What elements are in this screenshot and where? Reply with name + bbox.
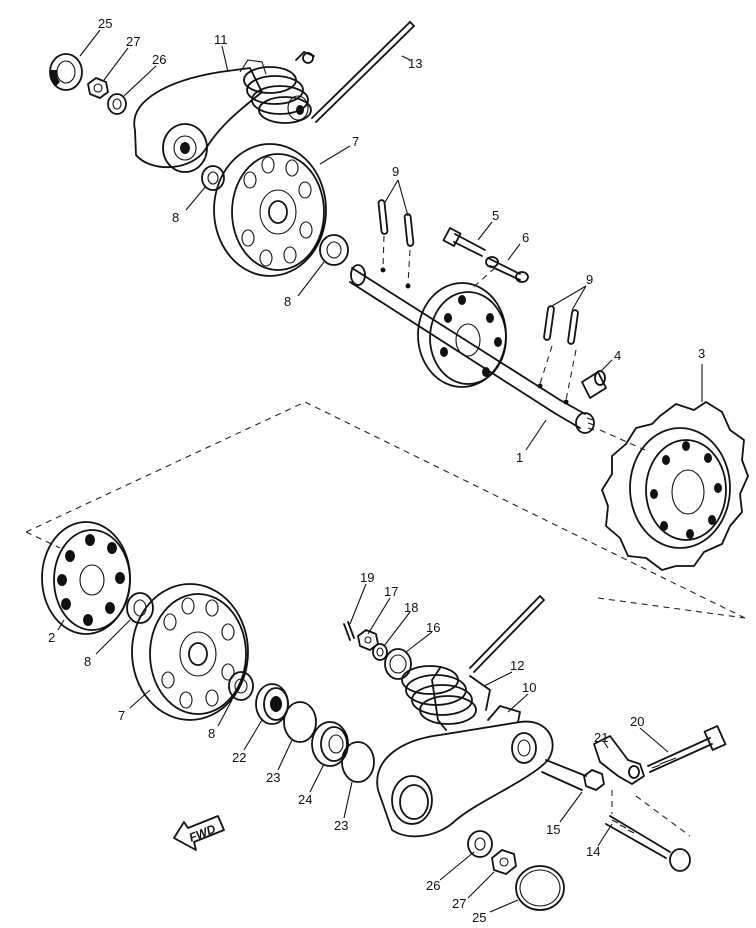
- part-8-washer-2: [319, 234, 349, 266]
- label-part-14: 14: [586, 844, 600, 859]
- part-4-collar: [581, 370, 607, 399]
- part-6-clip: [485, 256, 529, 283]
- part-25-cap-bottom: [515, 865, 565, 911]
- part-26-washer-top: [107, 93, 127, 115]
- label-part-1: 1: [516, 450, 523, 465]
- label-part-26-top: 26: [152, 52, 166, 67]
- label-part-11: 11: [214, 32, 228, 47]
- leader-lines: [57, 29, 703, 913]
- label-part-8-b: 8: [284, 294, 291, 309]
- part-22-bearing: [255, 683, 289, 725]
- part-21-bracket: [593, 735, 645, 785]
- part-12-spring: [401, 595, 545, 731]
- part-8-washer-4: [228, 671, 254, 701]
- label-part-12: 12: [510, 658, 524, 673]
- label-part-20: 20: [630, 714, 644, 729]
- label-part-22: 22: [232, 750, 246, 765]
- label-part-10: 10: [522, 680, 536, 695]
- label-part-8-d: 8: [208, 726, 215, 741]
- label-part-7-top: 7: [352, 134, 359, 149]
- part-19-pin: [343, 621, 355, 641]
- label-part-17: 17: [384, 584, 398, 599]
- part-15-sleeve: [541, 759, 605, 791]
- part-24-bearing: [311, 721, 349, 767]
- label-part-5: 5: [492, 208, 499, 223]
- part-2-flange-disc: [41, 521, 131, 635]
- label-part-27-bottom: 27: [452, 896, 466, 911]
- part-26-washer-bottom: [467, 830, 493, 858]
- part-25-cap-top: [49, 53, 83, 91]
- part-5-bolt: [442, 227, 486, 257]
- label-part-24: 24: [298, 792, 312, 807]
- label-part-21: 21: [594, 730, 608, 745]
- part-7-wheel-top: [213, 143, 327, 277]
- label-part-16: 16: [426, 620, 440, 635]
- label-part-23-a: 23: [266, 770, 280, 785]
- fwd-direction-arrow: FWD: [173, 815, 225, 851]
- label-part-3: 3: [698, 346, 705, 361]
- part-20-long-bolt: [647, 725, 727, 773]
- part-3-sprocket: [601, 401, 749, 571]
- part-16-washer: [384, 648, 412, 680]
- part-8-washer-1: [201, 165, 225, 191]
- fwd-label: FWD: [187, 821, 218, 844]
- label-part-27-top: 27: [126, 34, 140, 49]
- label-part-4: 4: [614, 348, 621, 363]
- label-part-2: 2: [48, 630, 55, 645]
- part-1-drive-shaft: [349, 235, 646, 451]
- label-part-25-top: 25: [98, 16, 112, 31]
- label-part-13: 13: [408, 56, 422, 71]
- part-11-tensioner-arm: [133, 51, 315, 173]
- part-23-snap-ring-2: [341, 741, 375, 783]
- part-27-nut-top: [87, 77, 109, 99]
- part-18-washer: [372, 643, 388, 661]
- label-part-19: 19: [360, 570, 374, 585]
- label-part-23-b: 23: [334, 818, 348, 833]
- label-part-15: 15: [546, 822, 560, 837]
- part-7-wheel-bottom: [131, 583, 249, 721]
- part-number-labels: 25 27 26 11 13 8 7 8 9 5 6 9 4 3 1 2 8 7…: [48, 16, 705, 925]
- part-10-tensioner-arm: [376, 705, 554, 838]
- assembly-boundary: [25, 401, 746, 619]
- part-14-bolt: [605, 790, 691, 872]
- label-part-9-upper: 9: [392, 164, 399, 179]
- label-part-25-bottom: 25: [472, 910, 486, 925]
- part-13-rod-top: [311, 21, 415, 123]
- part-9-pins-lower: [543, 305, 579, 345]
- label-part-8-a: 8: [172, 210, 179, 225]
- label-part-18: 18: [404, 600, 418, 615]
- part-23-snap-ring-1: [283, 701, 317, 743]
- label-part-6: 6: [522, 230, 529, 245]
- part-27-nut-bottom: [491, 849, 517, 875]
- label-part-26-bottom: 26: [426, 878, 440, 893]
- part-11-spring: [243, 51, 315, 124]
- label-part-9-lower: 9: [586, 272, 593, 287]
- label-part-8-c: 8: [84, 654, 91, 669]
- label-part-7-bottom: 7: [118, 708, 125, 723]
